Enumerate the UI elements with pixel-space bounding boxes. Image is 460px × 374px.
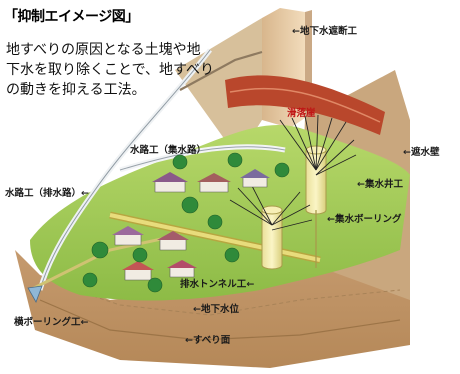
label-scarp: 滑落崖 <box>287 108 316 119</box>
horizontal-boring <box>29 233 181 292</box>
label-slip-surface: ←すべり面 <box>185 335 231 346</box>
house <box>152 172 188 193</box>
description-line: の動きを抑える工法。 <box>6 82 146 98</box>
label-groundwater-level: ←地下水位 <box>193 304 239 315</box>
description-line: 地すべりの原因となる土塊や地 <box>6 42 201 58</box>
label-drain-tunnel: 排水トンネル工← <box>180 279 255 290</box>
description-line: 下水を取り除くことで、地すべり <box>6 62 215 78</box>
label-drain-channel: 水路工（排水路）← <box>5 188 89 199</box>
arrow-left-icon: ← <box>81 188 89 199</box>
arrow-left-icon: ← <box>403 147 411 158</box>
water-well-upper <box>279 114 357 268</box>
arrow-left-icon: ← <box>357 179 365 190</box>
label-groundwater-cutoff: ←地下水遮断工 <box>292 26 357 37</box>
house <box>240 169 270 188</box>
arrow-left-icon: ← <box>246 279 255 290</box>
arrow-left-icon: ← <box>327 214 335 225</box>
houses <box>112 169 270 281</box>
arrow-left-icon: ← <box>185 335 193 346</box>
house <box>122 261 154 281</box>
trees <box>82 152 290 293</box>
label-retaining-wall: ←遮水壁 <box>403 147 440 158</box>
groundwater-line <box>59 284 401 316</box>
house <box>112 226 144 246</box>
house <box>157 231 189 251</box>
soil-cross-section <box>15 250 410 368</box>
description: 地すべりの原因となる土塊や地 下水を取り除くことで、地すべり の動きを抑える工法… <box>6 40 251 100</box>
label-horizontal-boring: 横ボーリング工← <box>14 317 89 328</box>
outlet-icon <box>27 285 43 303</box>
arrow-left-icon: ← <box>80 317 89 328</box>
label-collection-boring: ←集水ボーリング <box>327 214 402 225</box>
water-well-lower <box>229 181 313 270</box>
back-slope <box>175 18 262 158</box>
label-water-well: ←集水井工 <box>357 179 403 190</box>
slip-surface-line <box>39 299 401 341</box>
diagram-title: 「抑制エイメージ図」 <box>4 9 139 25</box>
arrow-left-icon: ← <box>292 26 300 37</box>
arrow-left-icon: ← <box>193 304 201 315</box>
label-collection-channel: 水路工（集水路） <box>130 145 207 156</box>
scarp-band <box>225 75 385 135</box>
house <box>197 173 231 193</box>
house <box>167 260 197 278</box>
